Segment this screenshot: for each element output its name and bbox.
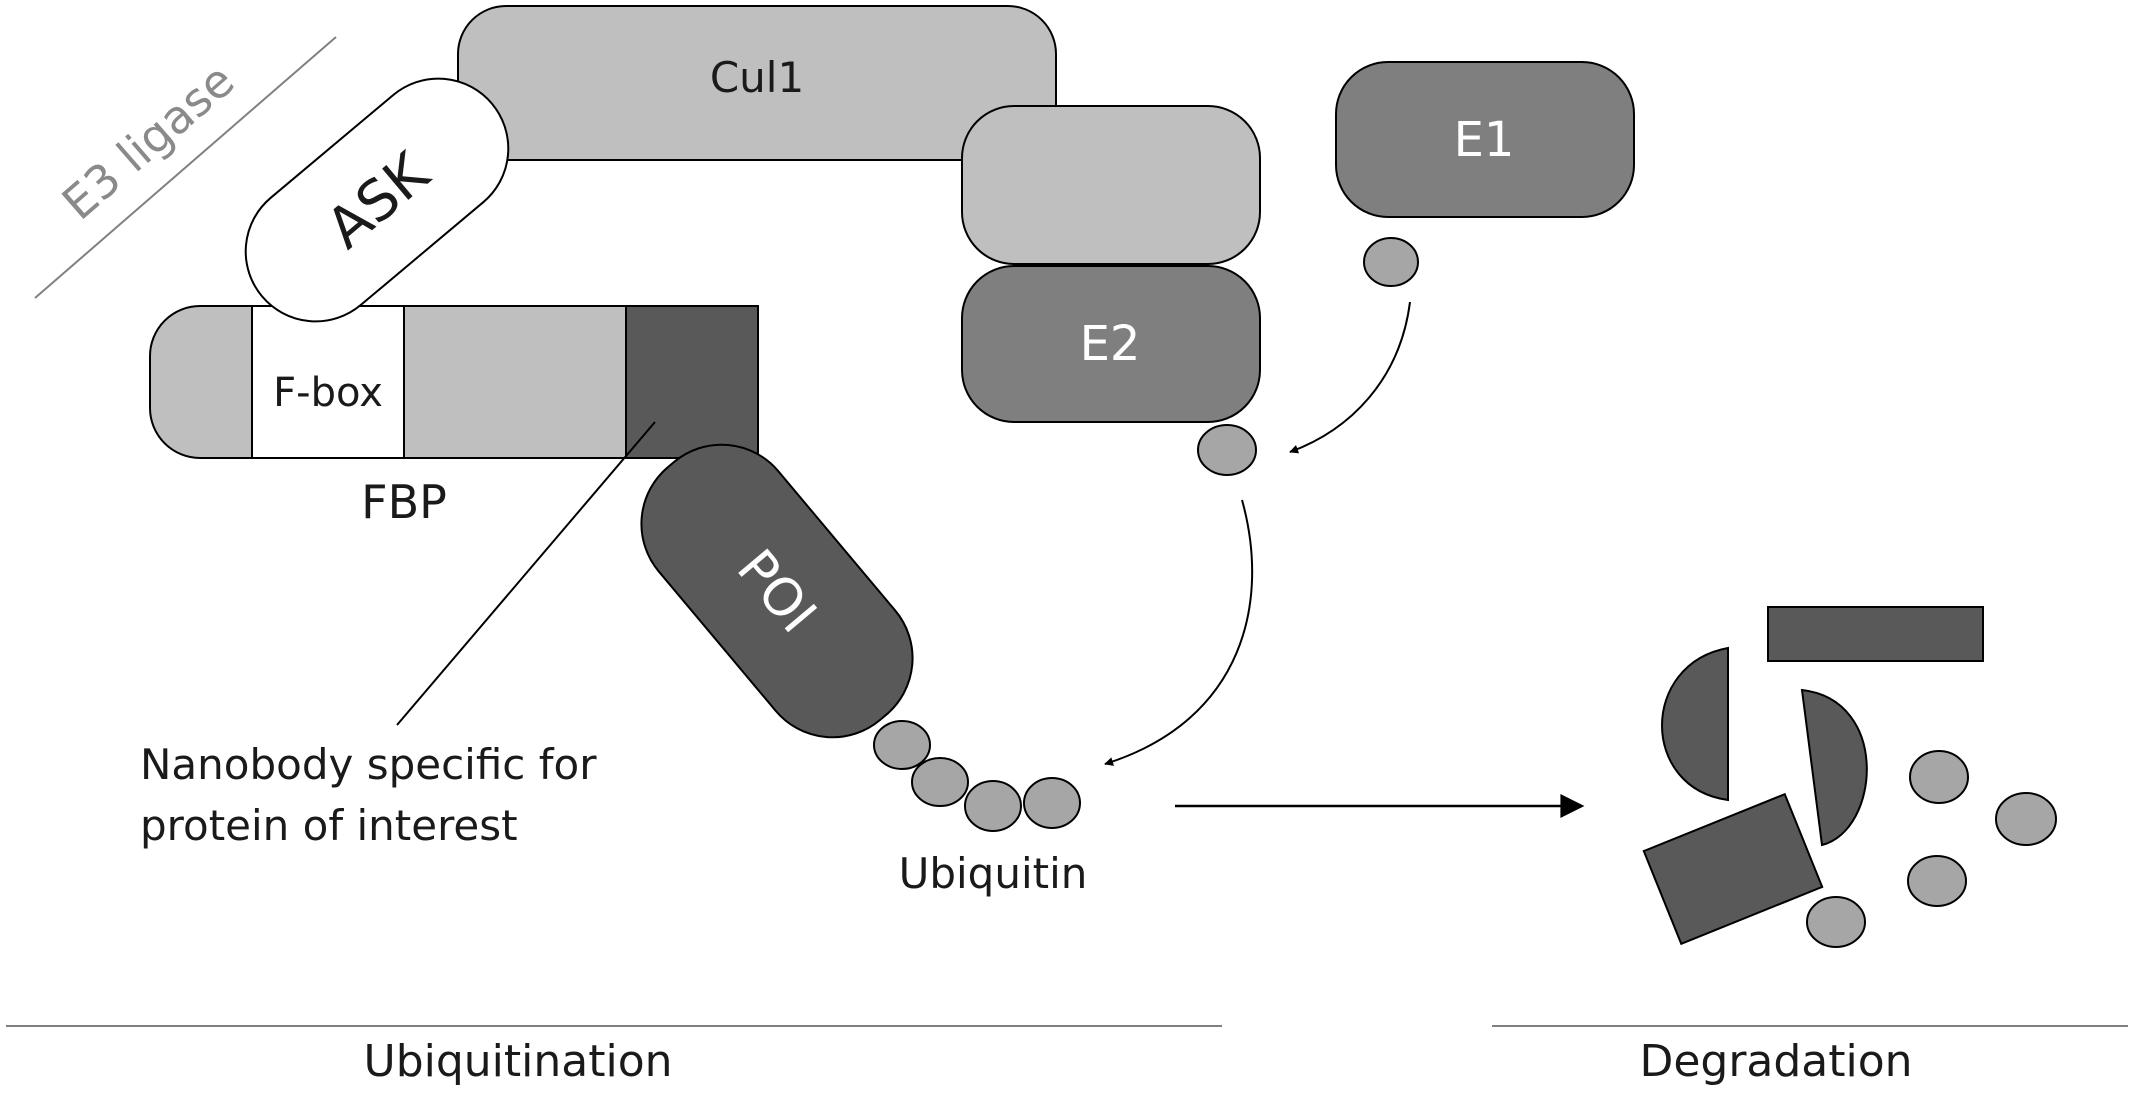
e1-block (1335, 61, 1635, 218)
fragment-ubiquitin-1 (1909, 750, 1969, 804)
fbp-label: FBP (361, 475, 447, 529)
ubiquitin-chain-4 (1023, 777, 1081, 829)
ubiquitin-e2 (1197, 424, 1257, 476)
fragment-half-disc-right (1800, 688, 1868, 847)
ubiquitin-chain-1 (873, 720, 931, 770)
ubiquitination-section-label: Ubiquitination (363, 1036, 672, 1087)
fragment-bar (1767, 606, 1984, 662)
e1-label: E1 (1454, 112, 1515, 168)
fbp-middle-segment (403, 305, 627, 459)
ubiquitin-e1 (1363, 237, 1419, 287)
f-box-label: F-box (273, 370, 383, 416)
e2-block (961, 265, 1261, 423)
fragment-ubiquitin-2 (1995, 792, 2057, 846)
e2-to-poi-arrow (1104, 499, 1254, 766)
degradation-section-label: Degradation (1639, 1036, 1912, 1087)
fragment-ubiquitin-4 (1806, 896, 1866, 948)
nanobody-label-line2: protein of interest (140, 801, 518, 850)
ubiquitin-label: Ubiquitin (899, 849, 1088, 898)
e3-ligase-divider (34, 36, 337, 299)
e1-to-e2-arrow (1289, 301, 1411, 454)
rbx-block (961, 105, 1261, 265)
nanobody-segment (625, 305, 759, 459)
ask-block: ASK (244, 77, 510, 323)
e2-label: E2 (1080, 316, 1141, 372)
nanobody-pointer-line (396, 421, 656, 726)
fragment-rect (1642, 792, 1824, 946)
fragment-ubiquitin-3 (1907, 855, 1967, 907)
poi-block: POI (640, 443, 914, 739)
cul1-label: Cul1 (710, 53, 804, 102)
nanobody-label-line1: Nanobody specific for (140, 740, 597, 789)
ubiquitin-chain-2 (911, 757, 969, 807)
f-box-segment (251, 305, 405, 459)
ubiquitin-chain-3 (964, 780, 1022, 832)
fbp-left-cap (149, 305, 253, 459)
fragment-half-disc-left (1661, 646, 1729, 802)
